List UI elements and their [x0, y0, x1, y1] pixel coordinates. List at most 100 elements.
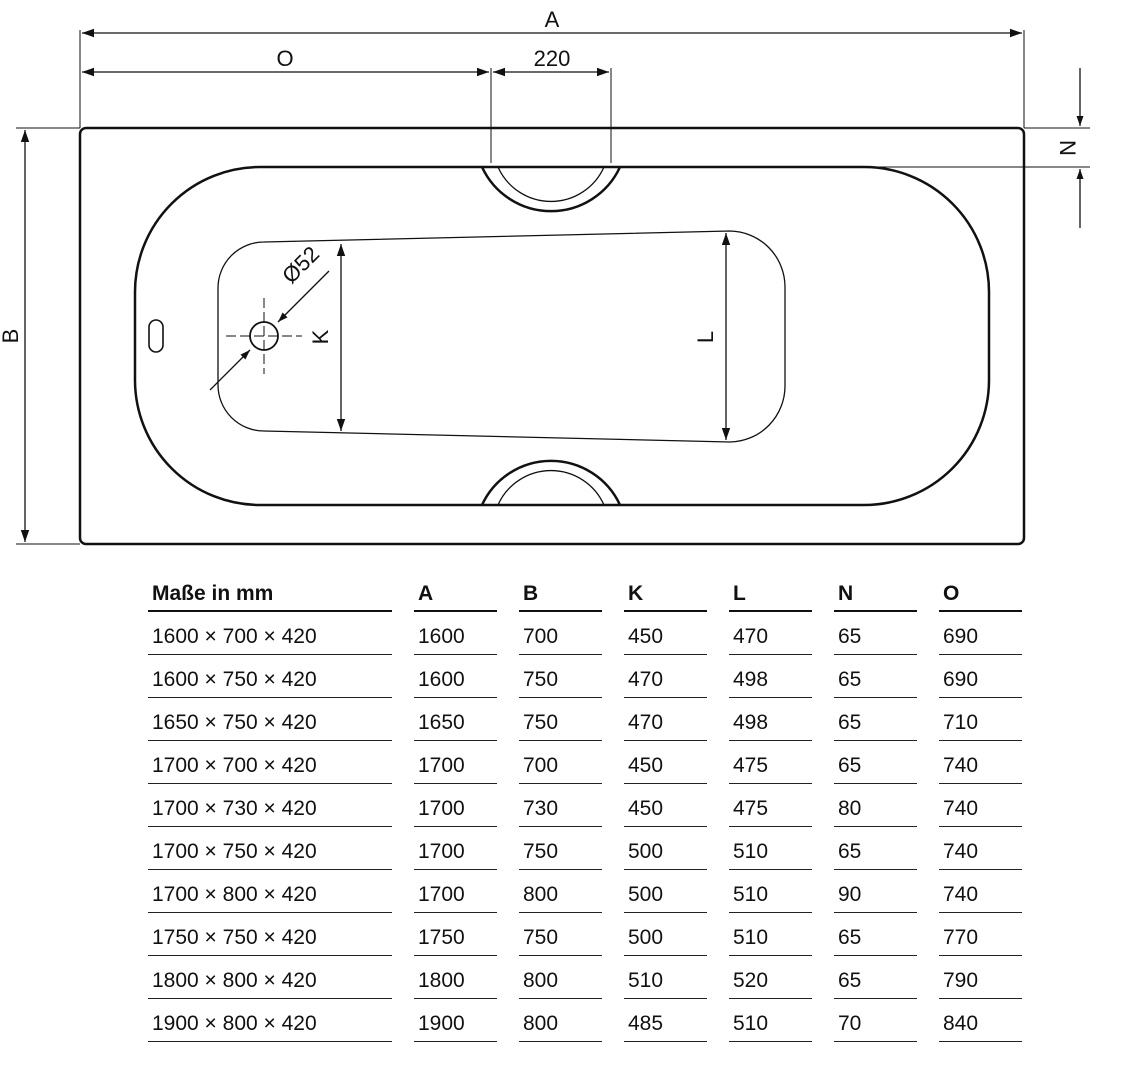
- cell-b: 750: [519, 827, 602, 870]
- cell-a: 1700: [414, 784, 497, 827]
- cell-a: 1600: [414, 655, 497, 698]
- cell-n: 65: [834, 913, 917, 956]
- cell-l: 510: [729, 870, 812, 913]
- table-header-row: Maße in mm A B K L N O: [148, 568, 1022, 612]
- cell-l: 498: [729, 698, 812, 741]
- label-l: L: [693, 331, 718, 343]
- cell-k: 450: [624, 784, 707, 827]
- cell-o: 770: [939, 913, 1022, 956]
- cell-o: 740: [939, 870, 1022, 913]
- cell-n: 65: [834, 827, 917, 870]
- cell-o: 790: [939, 956, 1022, 999]
- bathtub-dimension-drawing: A O 220 B N Ø52 K L: [0, 7, 1090, 546]
- cell-b: 800: [519, 870, 602, 913]
- cell-a: 1700: [414, 827, 497, 870]
- cell-k: 500: [624, 913, 707, 956]
- header-b: B: [519, 568, 602, 612]
- tub-outer-rim: [78, 126, 1026, 546]
- cell-b: 730: [519, 784, 602, 827]
- cell-k: 510: [624, 956, 707, 999]
- cell-a: 1600: [414, 612, 497, 655]
- cell-size: 1700 × 730 × 420: [148, 784, 392, 827]
- handle-recess-top: [480, 166, 622, 213]
- cell-k: 470: [624, 655, 707, 698]
- label-o: O: [276, 46, 293, 71]
- cell-o: 690: [939, 655, 1022, 698]
- cell-n: 90: [834, 870, 917, 913]
- header-l: L: [729, 568, 812, 612]
- cell-n: 80: [834, 784, 917, 827]
- cell-o: 740: [939, 741, 1022, 784]
- cell-l: 510: [729, 913, 812, 956]
- cell-l: 475: [729, 784, 812, 827]
- cell-size: 1800 × 800 × 420: [148, 956, 392, 999]
- cell-n: 65: [834, 741, 917, 784]
- label-n: N: [1055, 140, 1080, 156]
- cell-a: 1700: [414, 870, 497, 913]
- cell-n: 65: [834, 698, 917, 741]
- cell-o: 740: [939, 784, 1022, 827]
- cell-b: 800: [519, 999, 602, 1042]
- cell-l: 510: [729, 999, 812, 1042]
- header-k: K: [624, 568, 707, 612]
- cell-size: 1750 × 750 × 420: [148, 913, 392, 956]
- tub-bottom-area: [217, 230, 786, 443]
- cell-l: 510: [729, 827, 812, 870]
- cell-size: 1700 × 700 × 420: [148, 741, 392, 784]
- cell-size: 1600 × 750 × 420: [148, 655, 392, 698]
- label-diameter: Ø52: [277, 241, 324, 288]
- header-o: O: [939, 568, 1022, 612]
- cell-b: 750: [519, 698, 602, 741]
- cell-a: 1900: [414, 999, 497, 1042]
- label-k: K: [308, 329, 333, 344]
- cell-size: 1600 × 700 × 420: [148, 612, 392, 655]
- label-a: A: [545, 7, 560, 32]
- cell-b: 700: [519, 612, 602, 655]
- cell-n: 65: [834, 655, 917, 698]
- cell-l: 470: [729, 612, 812, 655]
- cell-o: 690: [939, 612, 1022, 655]
- cell-n: 70: [834, 999, 917, 1042]
- cell-a: 1750: [414, 913, 497, 956]
- cell-b: 800: [519, 956, 602, 999]
- overflow-outlet: [148, 319, 164, 353]
- cell-size: 1900 × 800 × 420: [148, 999, 392, 1042]
- header-a: A: [414, 568, 497, 612]
- label-220: 220: [534, 46, 571, 71]
- cell-o: 840: [939, 999, 1022, 1042]
- header-n: N: [834, 568, 917, 612]
- cell-n: 65: [834, 956, 917, 999]
- cell-o: 710: [939, 698, 1022, 741]
- cell-k: 450: [624, 612, 707, 655]
- table-row: 1700 × 730 × 420 1700 730 450 475 80 740: [148, 784, 1022, 827]
- table-row: 1900 × 800 × 420 1900 800 485 510 70 840: [148, 999, 1022, 1042]
- drain-circle: [249, 321, 279, 351]
- table-row: 1650 × 750 × 420 1650 750 470 498 65 710: [148, 698, 1022, 741]
- cell-size: 1650 × 750 × 420: [148, 698, 392, 741]
- tub-inner-basin: [133, 165, 991, 507]
- label-b: B: [0, 329, 23, 344]
- table-row: 1700 × 800 × 420 1700 800 500 510 90 740: [148, 870, 1022, 913]
- cell-k: 500: [624, 827, 707, 870]
- cell-size: 1700 × 800 × 420: [148, 870, 392, 913]
- cell-k: 500: [624, 870, 707, 913]
- cell-a: 1800: [414, 956, 497, 999]
- cell-k: 485: [624, 999, 707, 1042]
- drain-centerlines: [226, 298, 302, 374]
- table-row: 1800 × 800 × 420 1800 800 510 520 65 790: [148, 956, 1022, 999]
- table-row: 1750 × 750 × 420 1750 750 500 510 65 770: [148, 913, 1022, 956]
- extension-lines: [16, 30, 1090, 545]
- cell-k: 470: [624, 698, 707, 741]
- cell-o: 740: [939, 827, 1022, 870]
- cell-k: 450: [624, 741, 707, 784]
- handle-recess-bottom: [480, 459, 622, 506]
- cell-b: 750: [519, 913, 602, 956]
- cell-l: 520: [729, 956, 812, 999]
- cell-a: 1650: [414, 698, 497, 741]
